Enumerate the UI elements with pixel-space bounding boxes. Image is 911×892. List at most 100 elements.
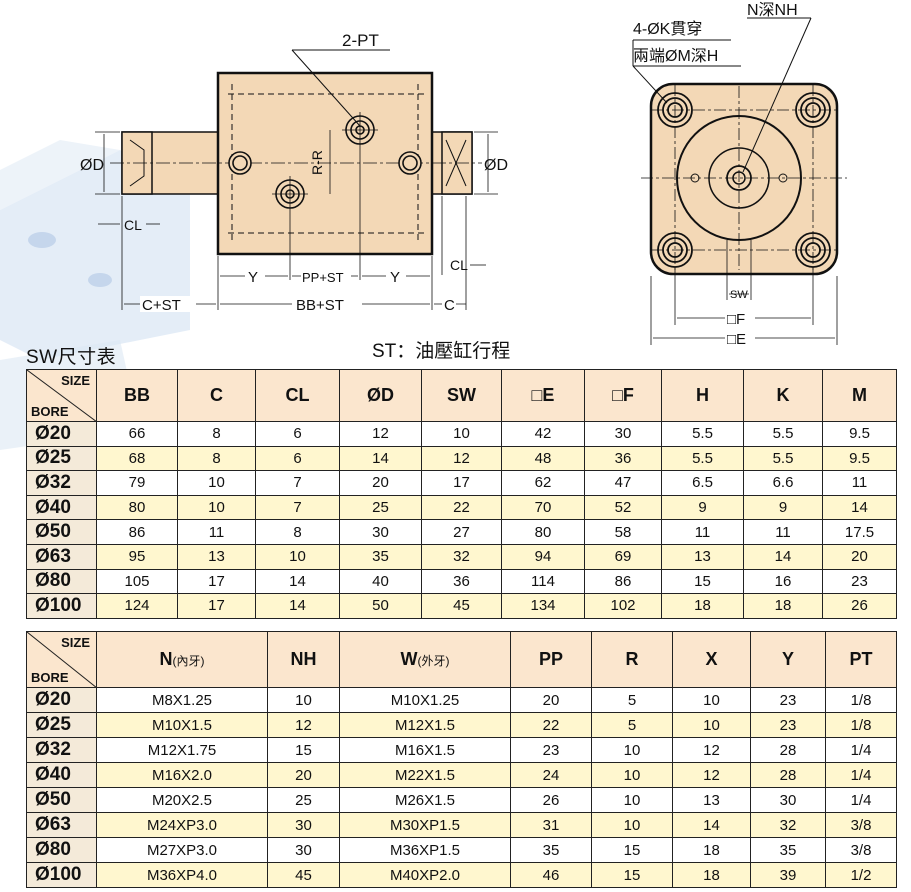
value-cell: 13 [177,543,256,570]
e-label: □E [727,331,746,348]
bb-st-label: BB+ST [296,297,344,314]
value-cell: M36XP4.0 [96,862,268,888]
value-cell: 35 [510,837,592,863]
value-cell: 25 [339,494,422,521]
value-cell: 10 [267,687,340,713]
bore-cell: Ø100 [26,593,97,619]
y-left-label: Y [248,269,258,286]
value-cell: 5.5 [661,445,744,472]
table1-corner-cell: SIZE BORE [26,369,97,422]
f-label: □F [727,311,745,328]
value-cell: 30 [750,787,826,813]
value-cell: M27XP3.0 [96,837,268,863]
value-cell: 1/4 [825,787,897,813]
header-main: PT [849,649,873,669]
value-cell: 15 [591,837,673,863]
value-cell: M16X2.0 [96,762,268,788]
table1-header: C [177,369,256,422]
value-cell: 69 [584,543,662,570]
bore-cell: Ø50 [26,519,97,545]
value-cell: 10 [177,494,256,521]
header-main: PP [538,649,563,669]
bore-cell: Ø32 [26,470,97,496]
value-cell: 8 [177,445,256,472]
header-main: Y [781,649,794,669]
bore-cell: Ø32 [26,737,97,763]
table2-header: PP [510,631,592,688]
pp-st-label: PP+ST [302,270,344,285]
header-main: N [159,649,173,669]
value-cell: 15 [267,737,340,763]
value-cell: 52 [584,494,662,521]
value-cell: 11 [177,519,256,545]
value-cell: 3/8 [825,812,897,838]
value-cell: 8 [255,519,340,545]
value-cell: M24XP3.0 [96,812,268,838]
bore-cell: Ø63 [26,812,97,838]
value-cell: 58 [584,519,662,545]
value-cell: 26 [510,787,592,813]
bore-cell: Ø40 [26,762,97,788]
bore-cell: Ø80 [26,837,97,863]
value-cell: 102 [584,593,662,619]
dimension-table-2: SIZE BORE N(內牙) NH W(外牙) PP R X Y PT Ø20… [26,631,897,888]
value-cell: 17 [177,568,256,595]
corner-size-label: SIZE [61,373,90,388]
value-cell: 45 [267,862,340,888]
value-cell: 14 [743,543,823,570]
value-cell: 66 [96,421,178,447]
value-cell: 18 [672,837,751,863]
value-cell: 1/4 [825,737,897,763]
value-cell: 30 [584,421,662,447]
value-cell: 47 [584,470,662,496]
value-cell: M30XP1.5 [339,812,511,838]
value-cell: 12 [672,762,751,788]
value-cell: 14 [255,568,340,595]
header-sub: (內牙) [172,654,205,668]
table2-header: N(內牙) [96,631,268,688]
thread-label: N深NH [747,1,798,19]
value-cell: 6 [255,421,340,447]
table2-header: W(外牙) [339,631,511,688]
table1-header: ØD [339,369,422,422]
value-cell: M20X2.5 [96,787,268,813]
c-label: C [444,297,455,314]
bore-cell: Ø100 [26,862,97,888]
value-cell: 105 [96,568,178,595]
value-cell: 20 [510,687,592,713]
value-cell: 20 [339,470,422,496]
value-cell: 45 [421,593,502,619]
c-st-label: C+ST [142,297,181,314]
value-cell: 6.6 [743,470,823,496]
value-cell: 14 [255,593,340,619]
value-cell: 24 [510,762,592,788]
corner-size-label: SIZE [61,635,90,650]
header-main: X [705,649,718,669]
bore-cell: Ø25 [26,445,97,472]
value-cell: 23 [822,568,897,595]
value-cell: 10 [591,762,673,788]
table2-header: R [591,631,673,688]
value-cell: 10 [672,687,751,713]
value-cell: M12X1.75 [96,737,268,763]
value-cell: 10 [672,712,751,738]
value-cell: 39 [750,862,826,888]
value-cell: 3/8 [825,837,897,863]
value-cell: M40XP2.0 [339,862,511,888]
value-cell: 6 [255,445,340,472]
value-cell: 94 [501,543,585,570]
cl-left-label: CL [124,217,142,233]
value-cell: 20 [267,762,340,788]
sw-table-title: SW尺寸表 [26,347,117,368]
value-cell: M12X1.5 [339,712,511,738]
value-cell: 10 [591,787,673,813]
value-cell: 42 [501,421,585,447]
